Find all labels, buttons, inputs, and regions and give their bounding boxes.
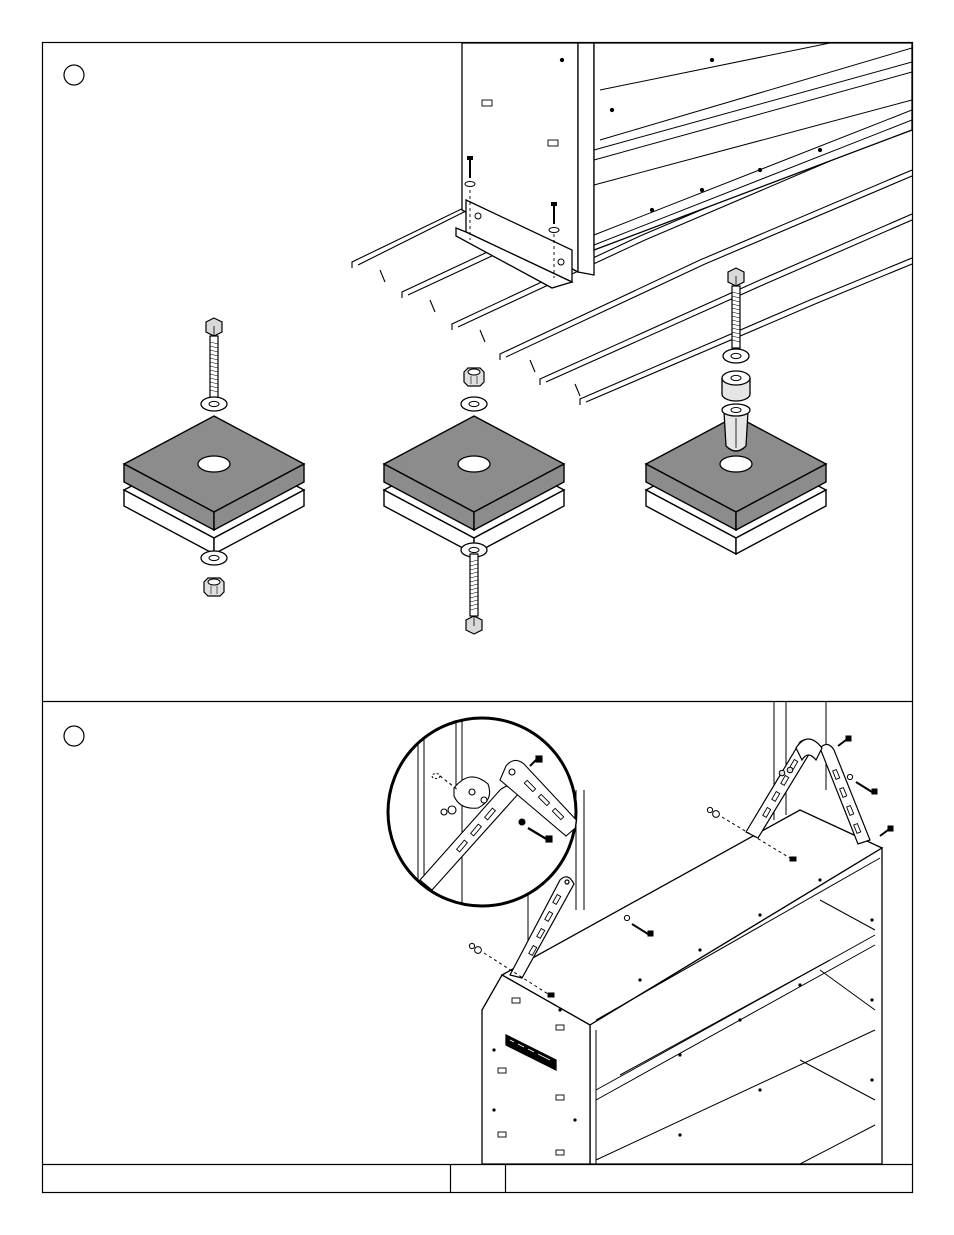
panel-2 [64, 702, 893, 1164]
mounting-pad [384, 416, 564, 554]
washer-top [201, 397, 227, 411]
hex-bolt [206, 318, 222, 398]
detail-magnifier [388, 702, 580, 906]
washer-top [461, 397, 487, 411]
panel-1 [64, 43, 912, 634]
mounting-option-b [384, 368, 564, 634]
shelf-unit-top [456, 43, 912, 288]
step-marker-2 [64, 726, 84, 746]
lock-washer [723, 349, 749, 363]
spacer [722, 371, 750, 401]
expansion-anchor [722, 404, 750, 451]
mounting-option-a [124, 318, 304, 596]
lock-nut [204, 578, 224, 596]
mounting-pad [124, 416, 304, 554]
washer-bottom [201, 551, 227, 565]
hex-bolt-upward [466, 554, 482, 634]
lock-nut [464, 368, 484, 386]
step-marker-1 [64, 65, 84, 85]
title-block [43, 1165, 913, 1193]
